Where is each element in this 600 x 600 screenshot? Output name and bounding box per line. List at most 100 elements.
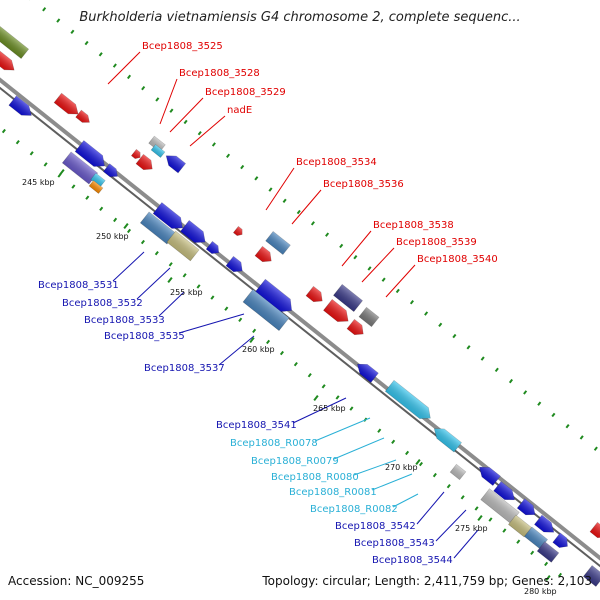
gene-red-6-shade [255, 246, 272, 262]
topology-text: Topology: circular; Length: 2,411,759 bp… [262, 574, 592, 588]
gene-blue-4 [152, 202, 183, 229]
gene-gray-1 [358, 306, 380, 328]
gene-green-bar [0, 25, 30, 59]
gene-green-bar-shade [0, 25, 29, 59]
gene-blue-10 [479, 466, 501, 486]
feature-dot [210, 295, 215, 300]
feature-dot [168, 262, 173, 267]
feature-dot [85, 195, 90, 200]
tick-mark-3 [249, 337, 255, 343]
gene-red-4-shade [136, 154, 153, 170]
gene-blue-12 [516, 498, 536, 516]
gene-blue-14 [552, 532, 568, 548]
label-Bcep1808_R0082: Bcep1808_R0082 [310, 504, 398, 515]
label-Bcep1808_3535: Bcep1808_3535 [104, 331, 185, 342]
label-Bcep1808_R0081: Bcep1808_R0081 [289, 487, 377, 498]
gene-steel-2-shade [140, 211, 176, 245]
gene-red-8-shade [323, 299, 349, 322]
leader-bottom-11 [416, 491, 445, 525]
feature-dot [409, 300, 414, 305]
gene-light-gray-1-shade [148, 136, 166, 152]
feature-dot [488, 517, 493, 522]
feature-dot [56, 18, 61, 23]
feature-dot [224, 306, 229, 311]
gene-light-gray-2 [449, 463, 467, 481]
feature-dot [502, 528, 507, 533]
feature-dot [565, 424, 570, 429]
tick-mark-5 [415, 459, 421, 465]
gene-blue-13 [534, 514, 555, 533]
gene-red-1 [0, 48, 15, 71]
gene-blue-11-shade [493, 481, 515, 500]
tick-label-275-kbp: 275 kbp [455, 524, 488, 533]
gene-cyan-3-shade [385, 380, 431, 419]
tick-label-270-kbp: 270 kbp [385, 463, 418, 472]
gene-features [0, 25, 600, 587]
leader-bottom-6 [314, 417, 371, 442]
gene-purple-1-shade [62, 151, 98, 185]
gene-slate-2-shade [537, 541, 559, 563]
leader-top-1 [159, 78, 178, 125]
leader-bottom-0 [112, 251, 145, 282]
gene-red-small [130, 148, 141, 159]
gene-cyan-1-shade [151, 144, 165, 158]
gene-light-gray-2-shade [450, 464, 466, 480]
feature-dot [557, 572, 563, 578]
label-Bcep1808_3536: Bcep1808_3536 [323, 179, 404, 190]
gene-red-5 [232, 225, 243, 236]
label-leader-lines [107, 51, 479, 559]
feature-dot [282, 198, 287, 204]
gene-blue-11 [493, 481, 515, 501]
tick-mark-2 [167, 277, 173, 283]
tick-mark-1 [123, 223, 129, 229]
leader-bottom-10 [392, 493, 419, 508]
gene-gray-1-shade [359, 307, 379, 327]
gene-blue-8 [254, 278, 292, 313]
gene-slate-edge-shade [583, 565, 600, 587]
feature-dot [238, 317, 243, 322]
label-Bcep1808_R0079: Bcep1808_R0079 [251, 456, 339, 467]
gene-red-edge-shade [590, 522, 600, 538]
feature-dot [381, 277, 386, 282]
feature-dot [310, 221, 315, 226]
leader-bottom-7 [333, 437, 385, 460]
gene-blue-6-shade [206, 241, 219, 254]
label-Bcep1808_3544: Bcep1808_3544 [372, 555, 453, 566]
label-Bcep1808_3528: Bcep1808_3528 [179, 68, 260, 79]
feature-dot [154, 250, 159, 256]
feature-dot [279, 350, 284, 356]
gene-olive-1-shade [166, 231, 200, 261]
feature-dot [127, 74, 132, 80]
gene-blue-9 [357, 363, 379, 383]
map-title: Burkholderia vietnamiensis G4 chromosome… [79, 10, 521, 25]
leader-bottom-4 [218, 335, 255, 366]
label-Bcep1808_3542: Bcep1808_3542 [335, 521, 416, 532]
label-Bcep1808_3531: Bcep1808_3531 [38, 280, 119, 291]
feature-dot [349, 406, 354, 411]
gene-cyan-3 [384, 379, 431, 419]
feature-dot [551, 412, 556, 418]
feature-dot [71, 184, 76, 189]
gene-red-3-shade [75, 110, 90, 123]
feature-dot [377, 428, 382, 433]
feature-dot [140, 239, 145, 245]
gene-blue-7 [225, 255, 243, 273]
feature-dot [226, 153, 231, 158]
gene-slate-1-shade [333, 284, 363, 312]
tick-mark-4 [313, 395, 319, 401]
feature-dot [353, 254, 358, 260]
feature-dot [98, 52, 103, 57]
gene-red-7-shade [306, 286, 323, 302]
feature-dot [196, 284, 201, 289]
gene-blue-14-shade [552, 532, 568, 548]
gene-slate-edge [582, 565, 600, 587]
feature-dot [530, 550, 535, 555]
gene-blue-8-shade [255, 279, 292, 312]
feature-dot [70, 29, 75, 34]
feature-dot [466, 345, 471, 350]
gene-blue-3 [102, 163, 118, 178]
gene-purple-1 [61, 151, 99, 185]
feature-dot [141, 85, 146, 91]
feature-dot [537, 401, 542, 406]
leader-bottom-9 [371, 473, 413, 491]
